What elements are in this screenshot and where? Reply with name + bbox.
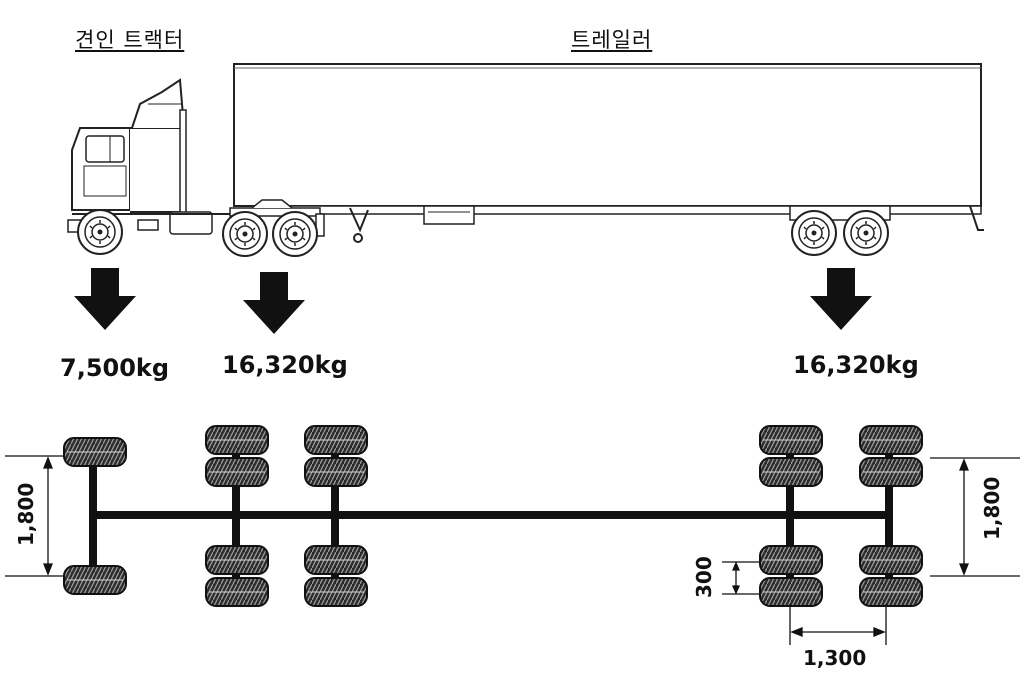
axle-spread-dimension: 1,300 — [803, 646, 867, 670]
tractor-drive-wheel-icon — [222, 211, 268, 257]
trailer-wheel-icon — [791, 210, 837, 256]
tire-icon — [859, 577, 923, 607]
trailer-label: 트레일러 — [571, 28, 653, 52]
tire-icon — [304, 577, 368, 607]
dimension-lines — [5, 455, 1020, 645]
tire-icon — [759, 545, 823, 575]
tire-icon — [859, 425, 923, 455]
tractor-label: 견인 트랙터 — [75, 28, 185, 52]
tire-icon — [63, 565, 127, 595]
load-arrow-icon — [243, 272, 305, 334]
front-track-dimension: 1,800 — [14, 482, 38, 546]
tractor-illustration — [67, 78, 325, 257]
tire-icon — [304, 425, 368, 455]
dual-spacing-dimension: 300 — [692, 556, 716, 598]
tire-icon — [63, 437, 127, 467]
front-axle-load: 7,500kg — [60, 354, 170, 382]
tire-icon — [304, 545, 368, 575]
tire-icon — [859, 545, 923, 575]
tire-icon — [205, 425, 269, 455]
axle-layout — [63, 425, 923, 607]
tire-icon — [205, 545, 269, 575]
tire-icon — [304, 457, 368, 487]
tire-icon — [205, 577, 269, 607]
trailer-illustration — [233, 63, 984, 256]
trailer-wheel-icon — [843, 210, 889, 256]
tire-icon — [759, 425, 823, 455]
tire-icon — [759, 457, 823, 487]
load-arrows — [74, 268, 872, 334]
tire-icon — [759, 577, 823, 607]
tire-icon — [205, 457, 269, 487]
drive-axle-load: 16,320kg — [222, 351, 348, 379]
load-arrow-icon — [810, 268, 872, 330]
tractor-drive-wheel-icon — [272, 211, 318, 257]
rear-track-dimension: 1,800 — [980, 476, 1004, 540]
trailer-axle-load: 16,320kg — [793, 351, 919, 379]
tractor-front-wheel-icon — [77, 209, 123, 255]
load-arrow-icon — [74, 268, 136, 330]
tire-icon — [859, 457, 923, 487]
